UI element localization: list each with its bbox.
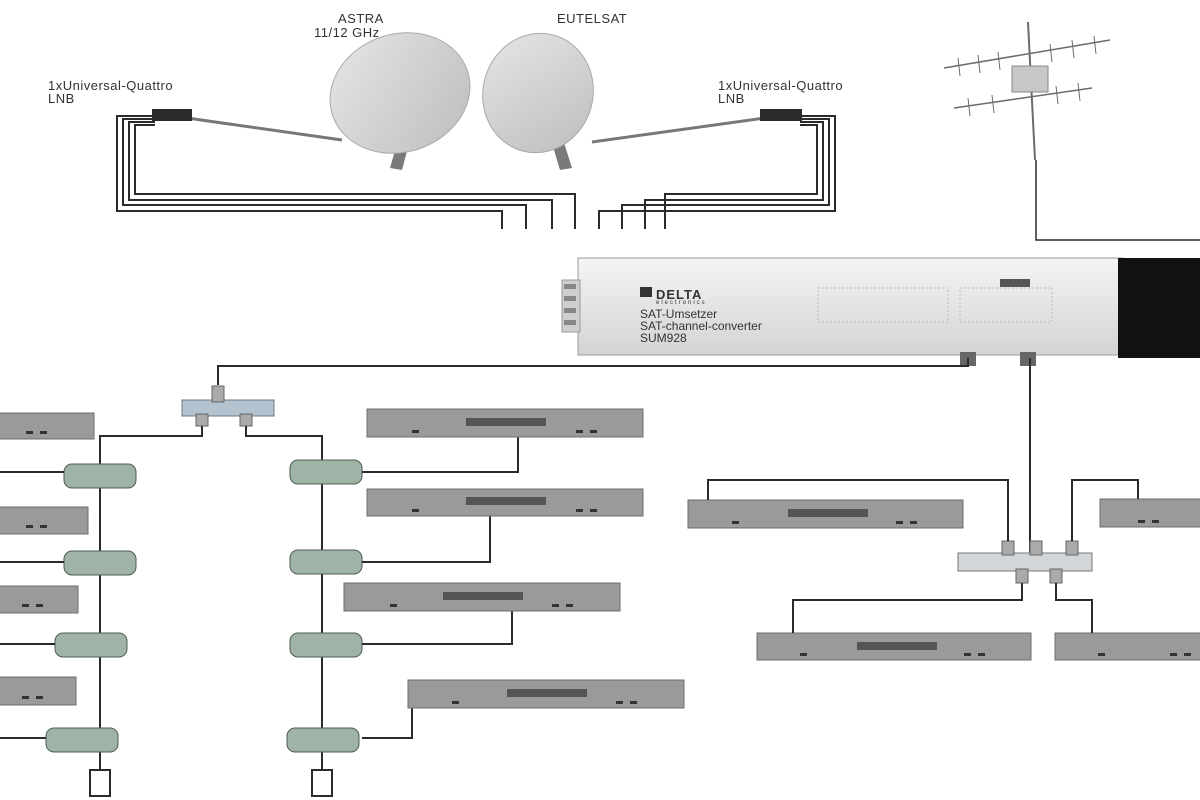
astra-frequency-label: 11/12 GHz (314, 25, 380, 40)
converter-brand-sub: electronics (656, 300, 707, 306)
left-lnb-label-line1: 1xUniversal-Quattro (48, 78, 174, 93)
converter-line2: SAT-channel-converter (640, 319, 762, 333)
astra-dish (329, 32, 471, 170)
converter-model: SUM928 (640, 331, 687, 345)
receiver-buttons (22, 430, 1191, 704)
receiver-displays (443, 418, 937, 697)
converter-brand: DELTA (656, 287, 703, 302)
eutelsat-dish (482, 32, 594, 170)
delta-converter (561, 257, 1200, 366)
converter-line1: SAT-Umsetzer (640, 307, 718, 321)
right-lnb-label-line1: 1xUniversal-Quattro (718, 78, 844, 93)
terrestrial-cable (1035, 160, 1200, 241)
converter-cables (217, 358, 1031, 553)
splitter-4way-cables (707, 479, 1139, 633)
trunk-lines (99, 426, 323, 770)
left-lnb (152, 109, 343, 142)
eutelsat-dish-label: EUTELSAT (557, 11, 628, 26)
left-lnb-label-line2: LNB (48, 91, 75, 106)
astra-dish-label: ASTRA (338, 11, 384, 26)
splitter-4way (957, 540, 1093, 584)
taps-right-column (286, 459, 363, 753)
right-lnb-cables (598, 115, 836, 229)
terrestrial-antenna (943, 21, 1111, 161)
terminators (89, 769, 333, 797)
left-lnb-cables (116, 115, 576, 229)
right-lnb (591, 109, 802, 144)
tap-cables (0, 437, 519, 739)
right-lnb-label-line2: LNB (718, 91, 745, 106)
taps-left-column (45, 463, 137, 753)
splitter-2way (181, 385, 275, 427)
